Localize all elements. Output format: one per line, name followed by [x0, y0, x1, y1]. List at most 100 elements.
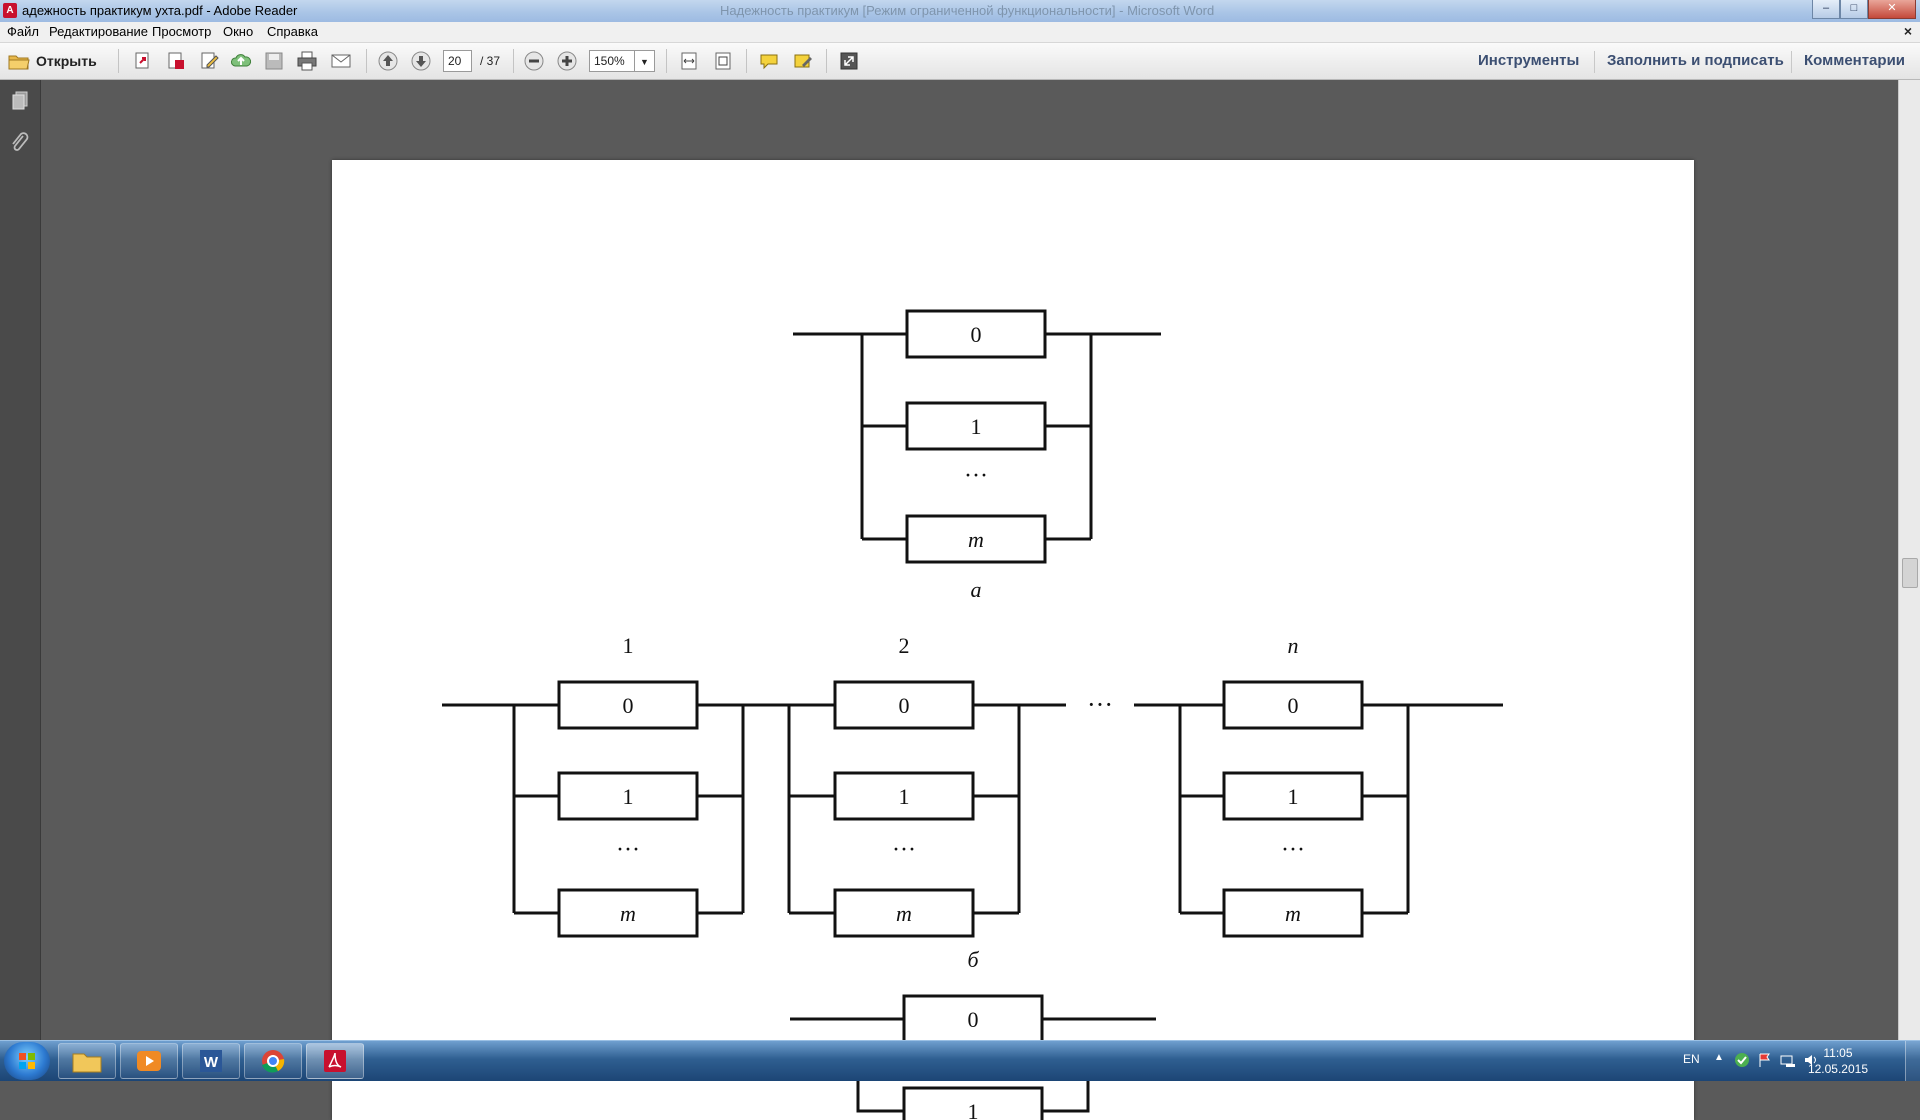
fig-a-element-0	[905, 309, 1047, 359]
minimize-button[interactable]: –	[1812, 0, 1840, 19]
previous-page-button[interactable]	[376, 50, 400, 72]
fig-b1-label-0: 0	[623, 693, 634, 718]
speech-bubble-icon	[760, 54, 778, 70]
fig-bn-label-m: m	[1285, 901, 1301, 926]
fig-b-caption: б	[967, 947, 979, 972]
zoom-out-button[interactable]	[522, 50, 546, 72]
word-icon: W	[200, 1050, 222, 1072]
network-icon[interactable]	[1780, 1052, 1796, 1081]
folder-icon	[72, 1053, 102, 1073]
fig-bn-element-m	[1222, 888, 1364, 938]
email-button[interactable]	[329, 50, 353, 72]
page-number-input[interactable]: 20	[443, 50, 472, 72]
show-desktop-button[interactable]	[1905, 1041, 1920, 1081]
fig-b2-label-m: m	[896, 901, 912, 926]
fig-bn-dots: ···	[1281, 837, 1305, 863]
taskbar-adobe-reader[interactable]	[306, 1043, 364, 1079]
cloud-upload-icon	[231, 54, 252, 67]
fig-a-element-m	[905, 514, 1047, 564]
clock-date: 12.05.2015	[1807, 1062, 1868, 1076]
fill-sign-link[interactable]: Заполнить и подписать	[1607, 52, 1784, 69]
fig-b-between-dots: ···	[1087, 690, 1113, 719]
vertical-scrollbar[interactable]	[1898, 80, 1920, 1040]
close-document-icon[interactable]: ×	[1903, 23, 1912, 39]
tools-link[interactable]: Инструменты	[1478, 52, 1580, 69]
fig-c-label-0: 0	[968, 1007, 979, 1032]
fig-b1-label-1: 1	[623, 784, 634, 809]
paperclip-icon	[12, 132, 29, 151]
volume-icon[interactable]	[1803, 1052, 1819, 1081]
maximize-button[interactable]: □	[1840, 0, 1868, 19]
fullscreen-button[interactable]	[837, 50, 861, 72]
save-button[interactable]	[262, 50, 286, 72]
adobe-reader-icon	[324, 1050, 346, 1072]
page-thumbnails-button[interactable]	[9, 90, 31, 112]
highlight-button[interactable]	[791, 50, 815, 72]
taskbar-media-player[interactable]	[120, 1043, 178, 1079]
open-button[interactable]: Открыть	[8, 50, 97, 72]
fig-bn-element-1	[1222, 771, 1364, 821]
comments-link[interactable]: Комментарии	[1804, 52, 1906, 69]
media-player-icon	[137, 1051, 161, 1071]
highlighter-icon	[794, 54, 812, 68]
chevron-down-icon: ▼	[640, 57, 649, 67]
page-total: / 37	[480, 54, 501, 68]
expand-icon	[840, 52, 858, 70]
background-window-title: Надежность практикум [Режим ограниченной…	[720, 3, 1215, 18]
menu-view[interactable]: Просмотр	[152, 24, 212, 39]
fig-b1-element-0	[557, 680, 699, 730]
next-page-button[interactable]	[409, 50, 433, 72]
print-button[interactable]	[295, 50, 319, 72]
folder-icon	[8, 55, 30, 70]
fig-bn-label-1: 1	[1288, 784, 1299, 809]
chrome-icon	[262, 1050, 285, 1073]
scrollbar-thumb[interactable]	[1902, 558, 1918, 588]
menu-bar: Файл Редактирование Просмотр Окно Справк…	[0, 22, 1920, 43]
windows-logo-icon	[19, 1053, 35, 1069]
upload-cloud-button[interactable]	[229, 50, 253, 72]
zoom-in-button[interactable]	[555, 50, 579, 72]
edit-pdf-button[interactable]	[197, 50, 221, 72]
comment-button[interactable]	[757, 50, 781, 72]
attachments-button[interactable]	[9, 132, 31, 154]
fig-b2-element-0	[833, 680, 975, 730]
taskbar-word[interactable]: W	[182, 1043, 240, 1079]
export-pdf-button[interactable]	[164, 50, 188, 72]
menu-edit[interactable]: Редактирование	[49, 24, 149, 39]
menu-help[interactable]: Справка	[267, 24, 318, 39]
fit-page-button[interactable]	[711, 50, 735, 72]
fig-b2-label-0: 0	[899, 693, 910, 718]
fig-a-label-m: m	[968, 527, 984, 552]
fig-bn-label-0: 0	[1288, 693, 1299, 718]
antivirus-icon[interactable]	[1734, 1052, 1750, 1081]
clock-time: 11:05	[1823, 1046, 1853, 1060]
zoom-level-input[interactable]: 150%	[589, 50, 635, 72]
fig-b2-dots: ···	[892, 837, 916, 863]
fig-b-group-label-1: 1	[623, 633, 634, 658]
export-pdf-icon	[168, 52, 184, 69]
fig-a-dots: ···	[964, 463, 988, 489]
document-view[interactable]: 0 1 m ··· а 1 2 n 0 1 m ··· 0 1 m ··· 0 …	[41, 80, 1899, 1120]
printer-icon	[297, 51, 317, 71]
fit-width-button[interactable]	[677, 50, 701, 72]
taskbar-explorer[interactable]	[58, 1043, 116, 1079]
create-pdf-button[interactable]	[131, 50, 155, 72]
start-button[interactable]	[4, 1042, 50, 1080]
save-icon	[265, 52, 283, 70]
menu-file[interactable]: Файл	[7, 24, 39, 39]
menu-window[interactable]: Окно	[223, 24, 254, 39]
fig-a-caption: а	[971, 577, 982, 602]
adobe-reader-icon: A	[3, 3, 17, 18]
fig-a-element-1	[905, 401, 1047, 451]
fig-b1-element-m	[557, 888, 699, 938]
toolbar: Открыть 20 / 37 150% ▼	[0, 43, 1920, 80]
pages-icon	[12, 91, 28, 110]
pencil-icon	[201, 52, 219, 69]
system-clock[interactable]: 11:05 12.05.2015	[1808, 1045, 1868, 1077]
language-indicator[interactable]: EN	[1683, 1052, 1700, 1066]
action-center-icon[interactable]	[1757, 1052, 1773, 1081]
show-hidden-icons[interactable]: ▲	[1714, 1052, 1724, 1063]
zoom-dropdown[interactable]: ▼	[634, 50, 655, 72]
taskbar-chrome[interactable]	[244, 1043, 302, 1079]
close-button[interactable]: ✕	[1868, 0, 1916, 19]
